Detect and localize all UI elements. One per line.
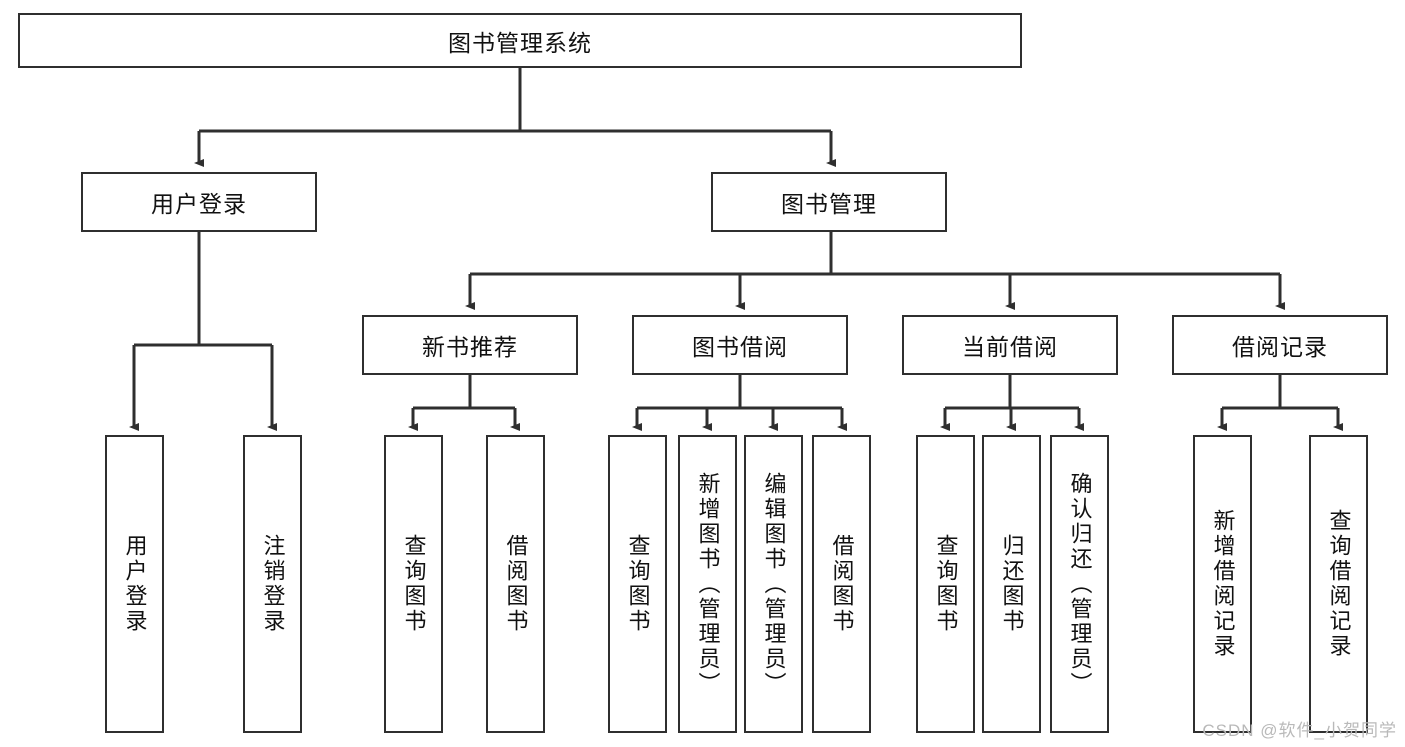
node-label: 查询图书 [625,534,651,634]
node-label: 用户登录 [151,191,247,217]
node-label: 图书管理 [781,191,877,217]
node-label: 确认归还（管理员） [1067,471,1093,697]
node-leaf-logout[interactable]: 注销登录 [243,435,302,733]
node-label: 查询图书 [933,534,959,634]
node-user-login[interactable]: 用户登录 [81,172,317,232]
node-leaf-borrow-book-recommend[interactable]: 借阅图书 [486,435,545,733]
node-new-book-recommend[interactable]: 新书推荐 [362,315,578,375]
node-label: 注销登录 [260,534,286,634]
node-label: 查询图书 [401,534,427,634]
node-label: 归还图书 [999,534,1025,634]
node-leaf-user-login[interactable]: 用户登录 [105,435,164,733]
node-label: 编辑图书（管理员） [761,471,787,697]
node-label: 查询借阅记录 [1326,509,1352,659]
node-label: 新增借阅记录 [1210,509,1236,659]
node-label: 用户登录 [122,534,148,634]
node-leaf-query-book-current[interactable]: 查询图书 [916,435,975,733]
node-label: 借阅图书 [829,534,855,634]
node-leaf-borrow-book[interactable]: 借阅图书 [812,435,871,733]
node-leaf-return-book[interactable]: 归还图书 [982,435,1041,733]
node-book-management[interactable]: 图书管理 [711,172,947,232]
node-leaf-add-borrow-record[interactable]: 新增借阅记录 [1193,435,1252,733]
node-root-book-management-system[interactable]: 图书管理系统 [18,13,1022,68]
watermark: CSDN @软件_小贺同学 [1202,721,1397,740]
node-leaf-query-book-borrow[interactable]: 查询图书 [608,435,667,733]
node-leaf-query-book-recommend[interactable]: 查询图书 [384,435,443,733]
node-label: 借阅记录 [1232,334,1328,360]
node-label: 图书借阅 [692,334,788,360]
node-leaf-edit-book-admin[interactable]: 编辑图书（管理员） [744,435,803,733]
node-label: 当前借阅 [962,334,1058,360]
node-label: 新增图书（管理员） [695,471,721,697]
node-book-borrow[interactable]: 图书借阅 [632,315,848,375]
node-label: 借阅图书 [503,534,529,634]
node-leaf-add-book-admin[interactable]: 新增图书（管理员） [678,435,737,733]
node-label: 新书推荐 [422,334,518,360]
node-leaf-query-borrow-record[interactable]: 查询借阅记录 [1309,435,1368,733]
node-borrow-record[interactable]: 借阅记录 [1172,315,1388,375]
node-leaf-confirm-return-admin[interactable]: 确认归还（管理员） [1050,435,1109,733]
node-current-borrow[interactable]: 当前借阅 [902,315,1118,375]
node-label: 图书管理系统 [448,29,592,56]
